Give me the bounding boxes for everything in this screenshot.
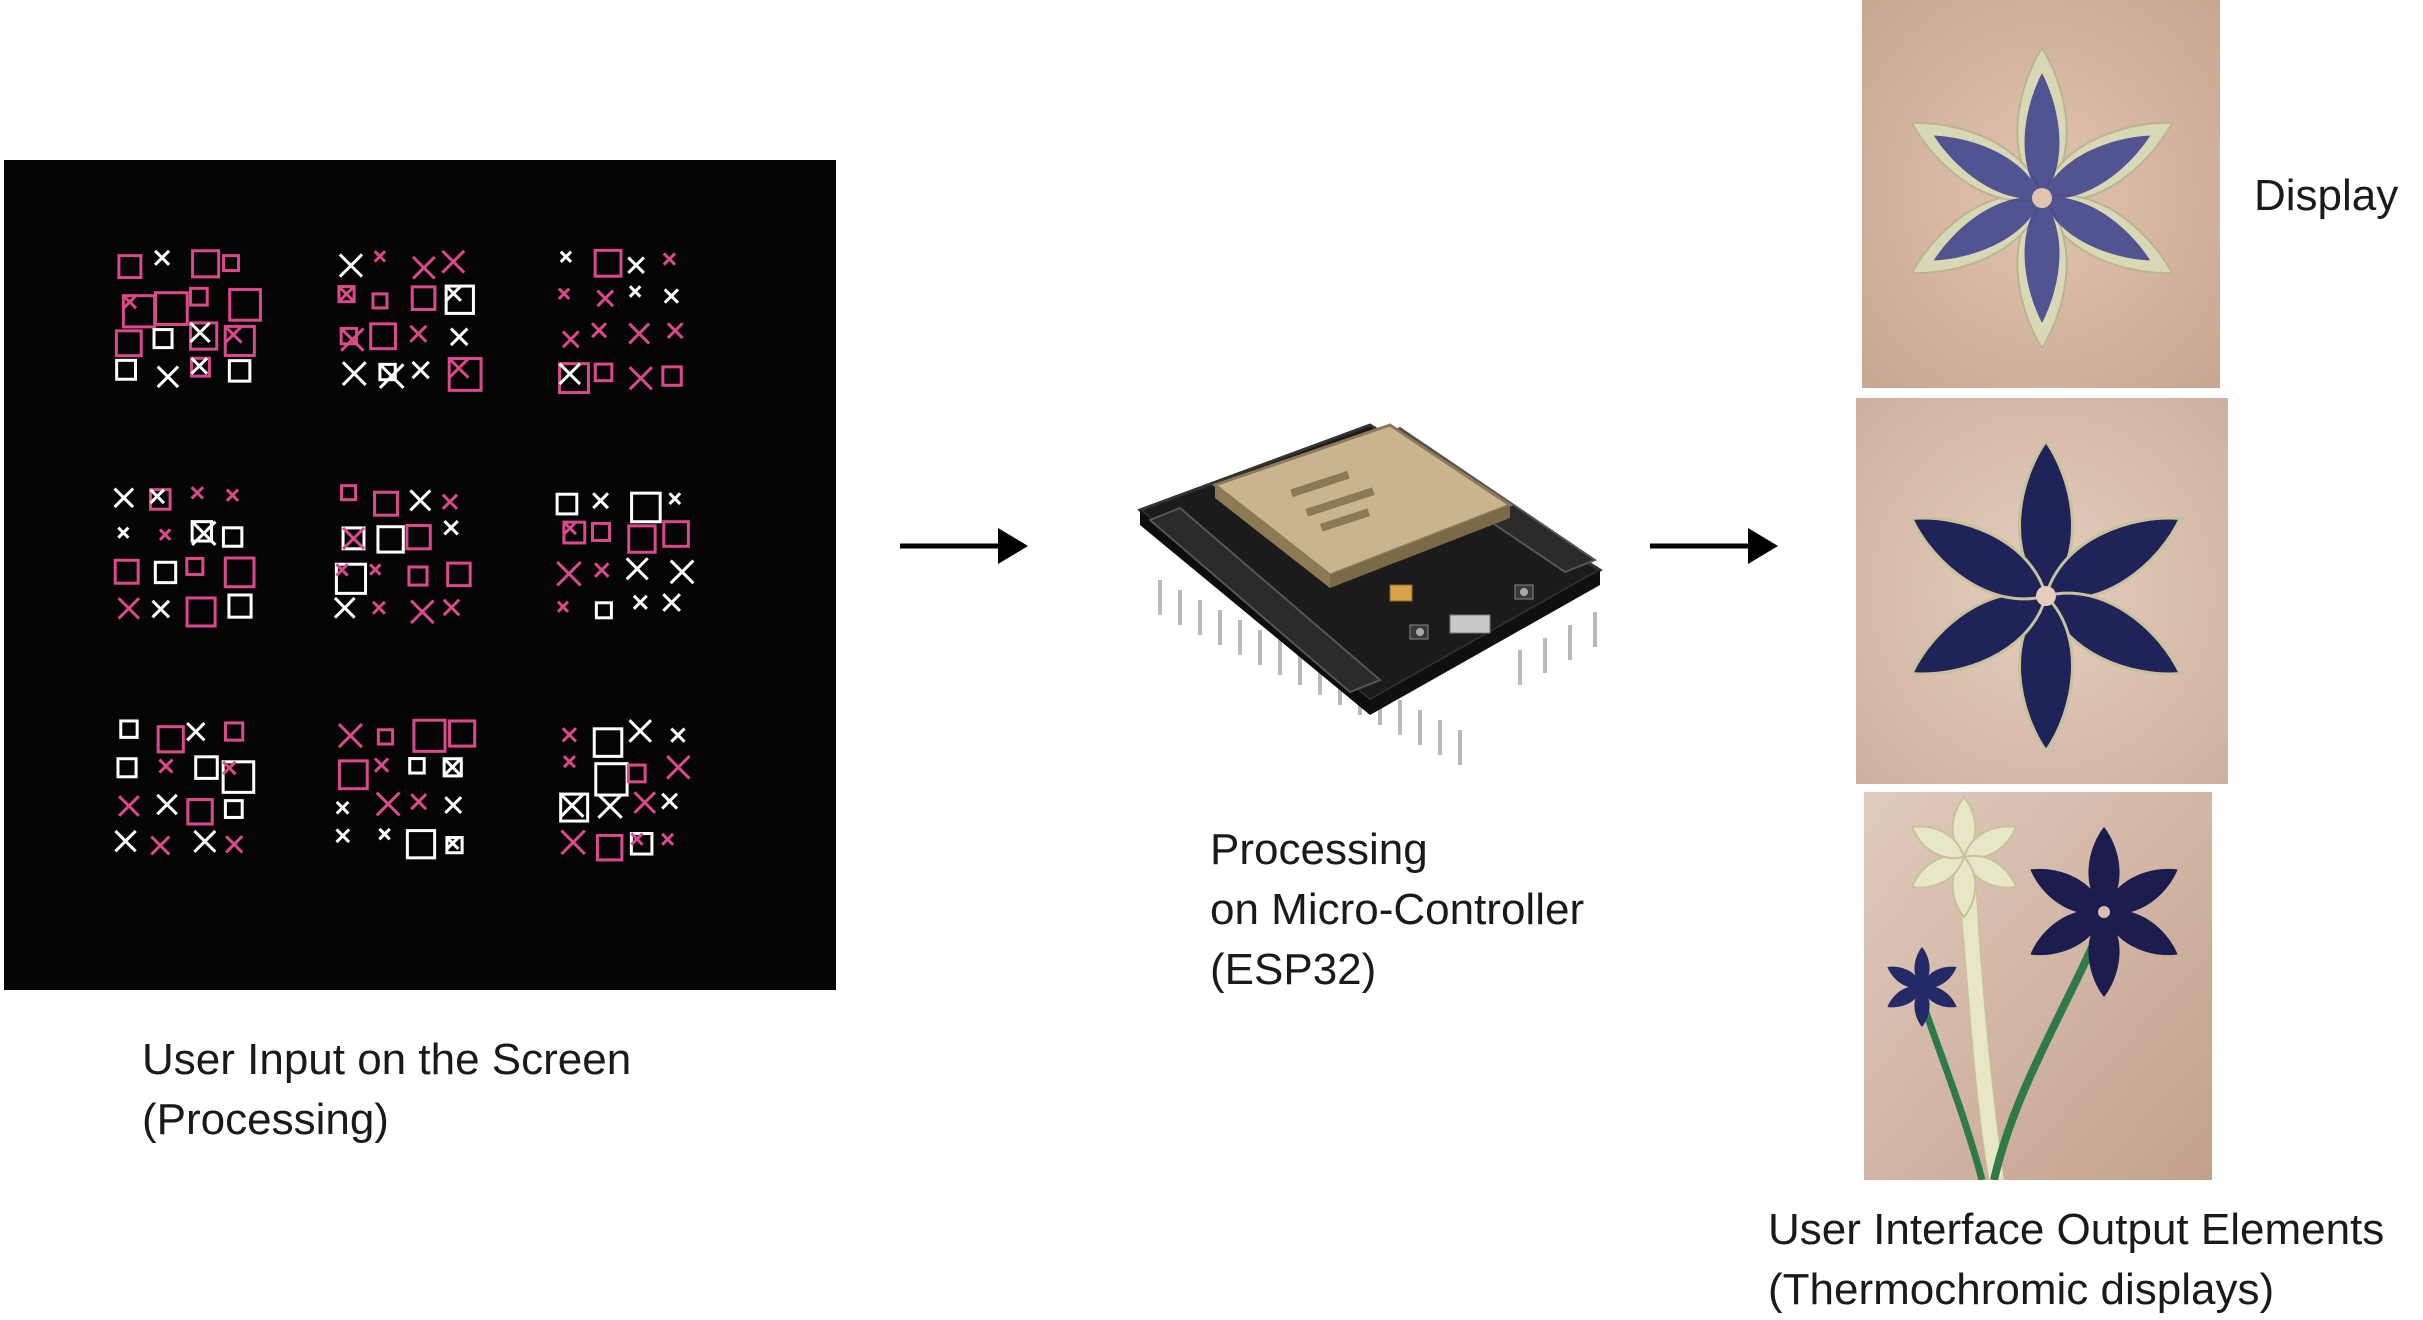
pattern-cell	[113, 486, 256, 628]
pattern-cell	[337, 249, 483, 392]
input-caption: User Input on the Screen (Processing)	[142, 1035, 632, 1144]
esp32-board	[1137, 423, 1603, 765]
pattern-cell	[333, 484, 472, 625]
thermochromic-photo-partial	[1862, 0, 2220, 388]
arrow-icon	[1650, 528, 1778, 564]
pattern-grid	[113, 248, 695, 862]
display-label: Display	[2254, 171, 2399, 220]
processing-screen	[4, 160, 836, 990]
pattern-cell	[114, 249, 262, 389]
pattern-cell	[114, 719, 256, 856]
arrow-icon	[900, 528, 1028, 564]
pattern-cell	[555, 491, 695, 620]
controller-caption: Processing on Micro-Controller (ESP32)	[1210, 825, 1585, 994]
thermochromic-photo-active	[1856, 398, 2228, 784]
pattern-cell	[557, 248, 684, 395]
pattern-cell	[559, 719, 691, 862]
pattern-cell	[335, 718, 477, 860]
output-caption: User Interface Output Elements (Thermoch…	[1768, 1205, 2385, 1314]
thermochromic-photo-bouquet	[1864, 792, 2212, 1180]
